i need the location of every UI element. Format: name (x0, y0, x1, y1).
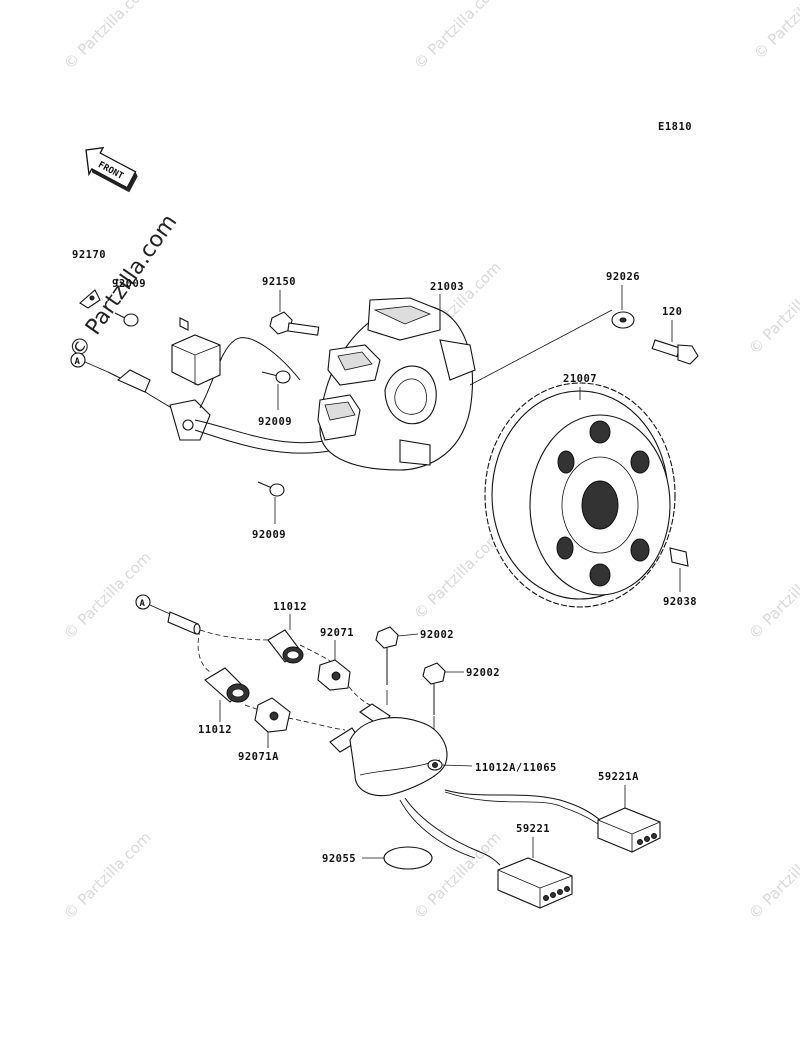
part-label-92002-b: 92002 (466, 667, 500, 679)
part-label-21003: 21003 (430, 281, 464, 293)
screw-92009-bot (257, 481, 285, 497)
flywheel-21007 (484, 382, 676, 608)
bolt-120 (651, 339, 699, 365)
diagram-code: E1810 (658, 121, 692, 133)
connector-tag-a-top (70, 352, 86, 368)
terminal-pin (167, 611, 201, 635)
watermark: © Partzilla.com (745, 263, 800, 358)
washer-92026 (611, 311, 635, 329)
rubber-boot-11012-b (204, 667, 250, 703)
connector-59221 (497, 857, 573, 909)
part-label-92009-mid: 92009 (258, 416, 292, 428)
watermark: © Partzilla.com (750, 0, 800, 63)
part-label-92002-a: 92002 (420, 629, 454, 641)
connector-tag-a-bottom (135, 594, 151, 610)
stator-21003 (317, 297, 476, 471)
part-label-92150: 92150 (262, 276, 296, 288)
part-label-59221A: 59221A (598, 771, 639, 783)
connector-tag-a-label: A (140, 599, 146, 609)
watermark: © Partzilla.com (410, 528, 505, 623)
front-arrow-icon: FRONT (85, 146, 138, 193)
part-label-92071: 92071 (320, 627, 354, 639)
grommet-92071 (317, 659, 351, 691)
watermark: © Partzilla.com (410, 828, 505, 923)
bolt-92150 (269, 311, 320, 336)
rubber-boot-11012-a (267, 629, 304, 664)
part-label-11012A-11065: 11012A/11065 (475, 762, 557, 774)
part-label-92009-bot: 92009 (252, 529, 286, 541)
part-label-92055: 92055 (322, 853, 356, 865)
screw-92009-mid (261, 370, 291, 384)
part-label-120: 120 (662, 306, 682, 318)
grommet-92071A (254, 697, 291, 733)
watermark: © Partzilla.com (60, 0, 155, 73)
part-label-11012-a: 11012 (273, 601, 307, 613)
part-label-92038: 92038 (663, 596, 697, 608)
bolt-92002-a (375, 626, 399, 685)
part-label-92009-top: 92009 (112, 278, 146, 290)
watermark: © Partzilla.com (745, 828, 800, 923)
connector-59221A (597, 807, 661, 853)
watermark: © Partzilla.com (745, 548, 800, 643)
part-label-59221: 59221 (516, 823, 550, 835)
key-92038 (669, 547, 689, 567)
stator-harness (107, 337, 336, 454)
part-label-21007: 21007 (563, 373, 597, 385)
part-label-92071A: 92071A (238, 751, 279, 763)
part-label-92026: 92026 (606, 271, 640, 283)
cover-11012A-11065 (329, 703, 448, 797)
watermark: © Partzilla.com (410, 0, 505, 73)
screw-92009-top (114, 312, 139, 327)
watermark: © Partzilla.com (60, 828, 155, 923)
part-label-11012-b: 11012 (198, 724, 232, 736)
pickup-coil (171, 317, 221, 386)
bolt-92002-b (422, 662, 446, 715)
o-ring-92055 (383, 846, 433, 870)
part-label-92170: 92170 (72, 249, 106, 261)
clip-92170 (79, 289, 101, 309)
connector-tag-a-label: A (75, 357, 81, 367)
